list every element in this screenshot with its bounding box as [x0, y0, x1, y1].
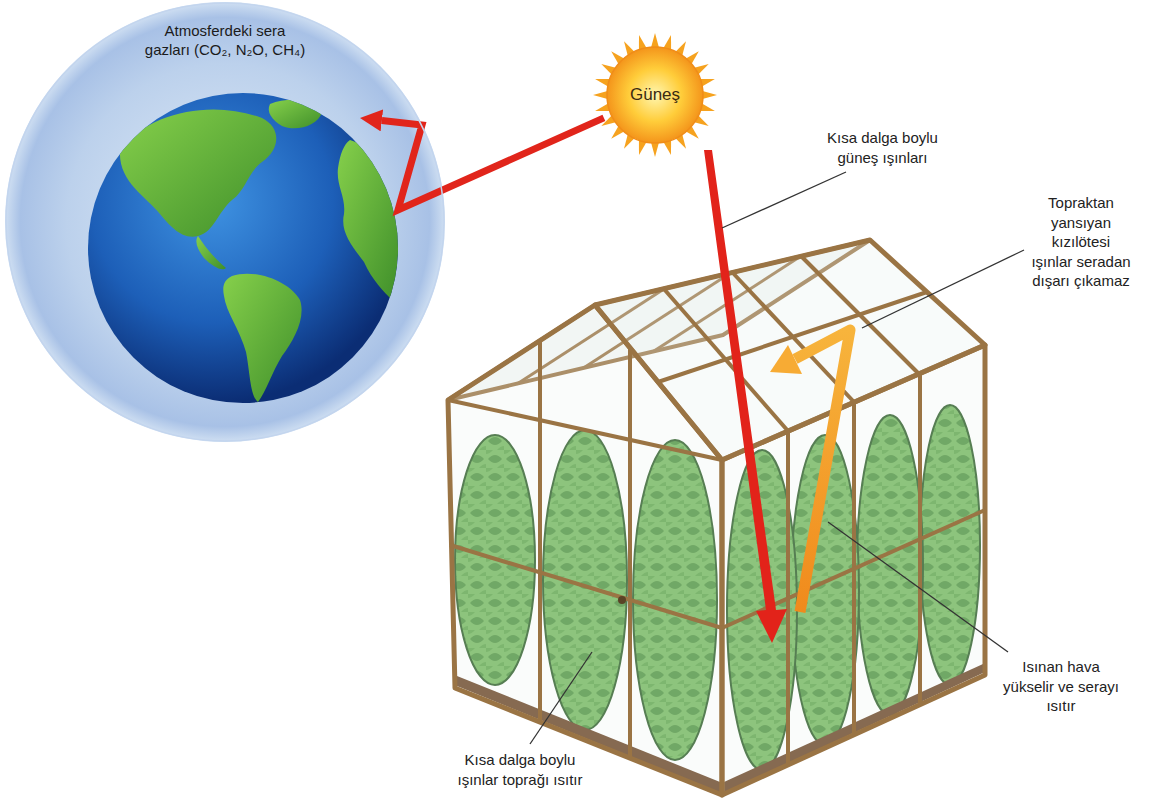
greenhouse-roof	[595, 240, 985, 460]
atmosphere-circle: Atmosferdeki sera gazları (CO₂, N₂O, CH₄…	[5, 2, 445, 442]
sun-circle: Güneş	[589, 29, 721, 161]
infrared-arrowhead	[770, 345, 802, 374]
sun-body	[607, 47, 703, 143]
frame-bar	[538, 341, 542, 722]
callout-label: Kısa dalga boylu güneş ışınları	[820, 128, 945, 167]
atmosphere-outline	[5, 2, 445, 442]
leader-line	[530, 652, 592, 744]
leader-line	[722, 172, 846, 228]
continents	[120, 100, 399, 402]
frame-bar	[628, 348, 632, 758]
earth-globe	[88, 93, 398, 403]
atmosphere-label: Atmosferdeki sera gazları (CO₂, N₂O, CH₄…	[142, 22, 308, 60]
reflected-ray-arrow	[382, 118, 604, 210]
callout: Kısa dalga boylu ışınlar toprağı ısıtır	[450, 750, 590, 789]
callout: Kısa dalga boylu güneş ışınları	[820, 128, 945, 167]
atmosphere-fill	[5, 2, 445, 442]
leader-line	[862, 250, 1024, 328]
infrared-ray	[795, 330, 850, 612]
leader-line	[828, 522, 1008, 652]
frame-bar	[448, 400, 722, 460]
sun-ray	[704, 150, 787, 643]
callout-label: Isınan hava yükselir ve serayı ısıtır	[1000, 657, 1122, 716]
continent	[269, 100, 322, 128]
callout: Topraktan yansıyan kızılötesi ışınlar se…	[1030, 193, 1132, 291]
callout-label: Topraktan yansıyan kızılötesi ışınlar se…	[1030, 193, 1132, 291]
callout-label: Kısa dalga boylu ışınlar toprağı ısıtır	[450, 750, 590, 789]
continent	[338, 140, 399, 300]
sun-label: Güneş	[630, 84, 680, 105]
frame-bar	[450, 545, 722, 628]
continent	[223, 274, 301, 402]
callout: Isınan hava yükselir ve serayı ısıtır	[1000, 657, 1122, 716]
door-handle	[618, 596, 626, 604]
continent	[196, 236, 226, 269]
frame-bar	[658, 292, 927, 382]
atmosphere-edge	[6, 3, 444, 441]
continent	[120, 109, 276, 236]
